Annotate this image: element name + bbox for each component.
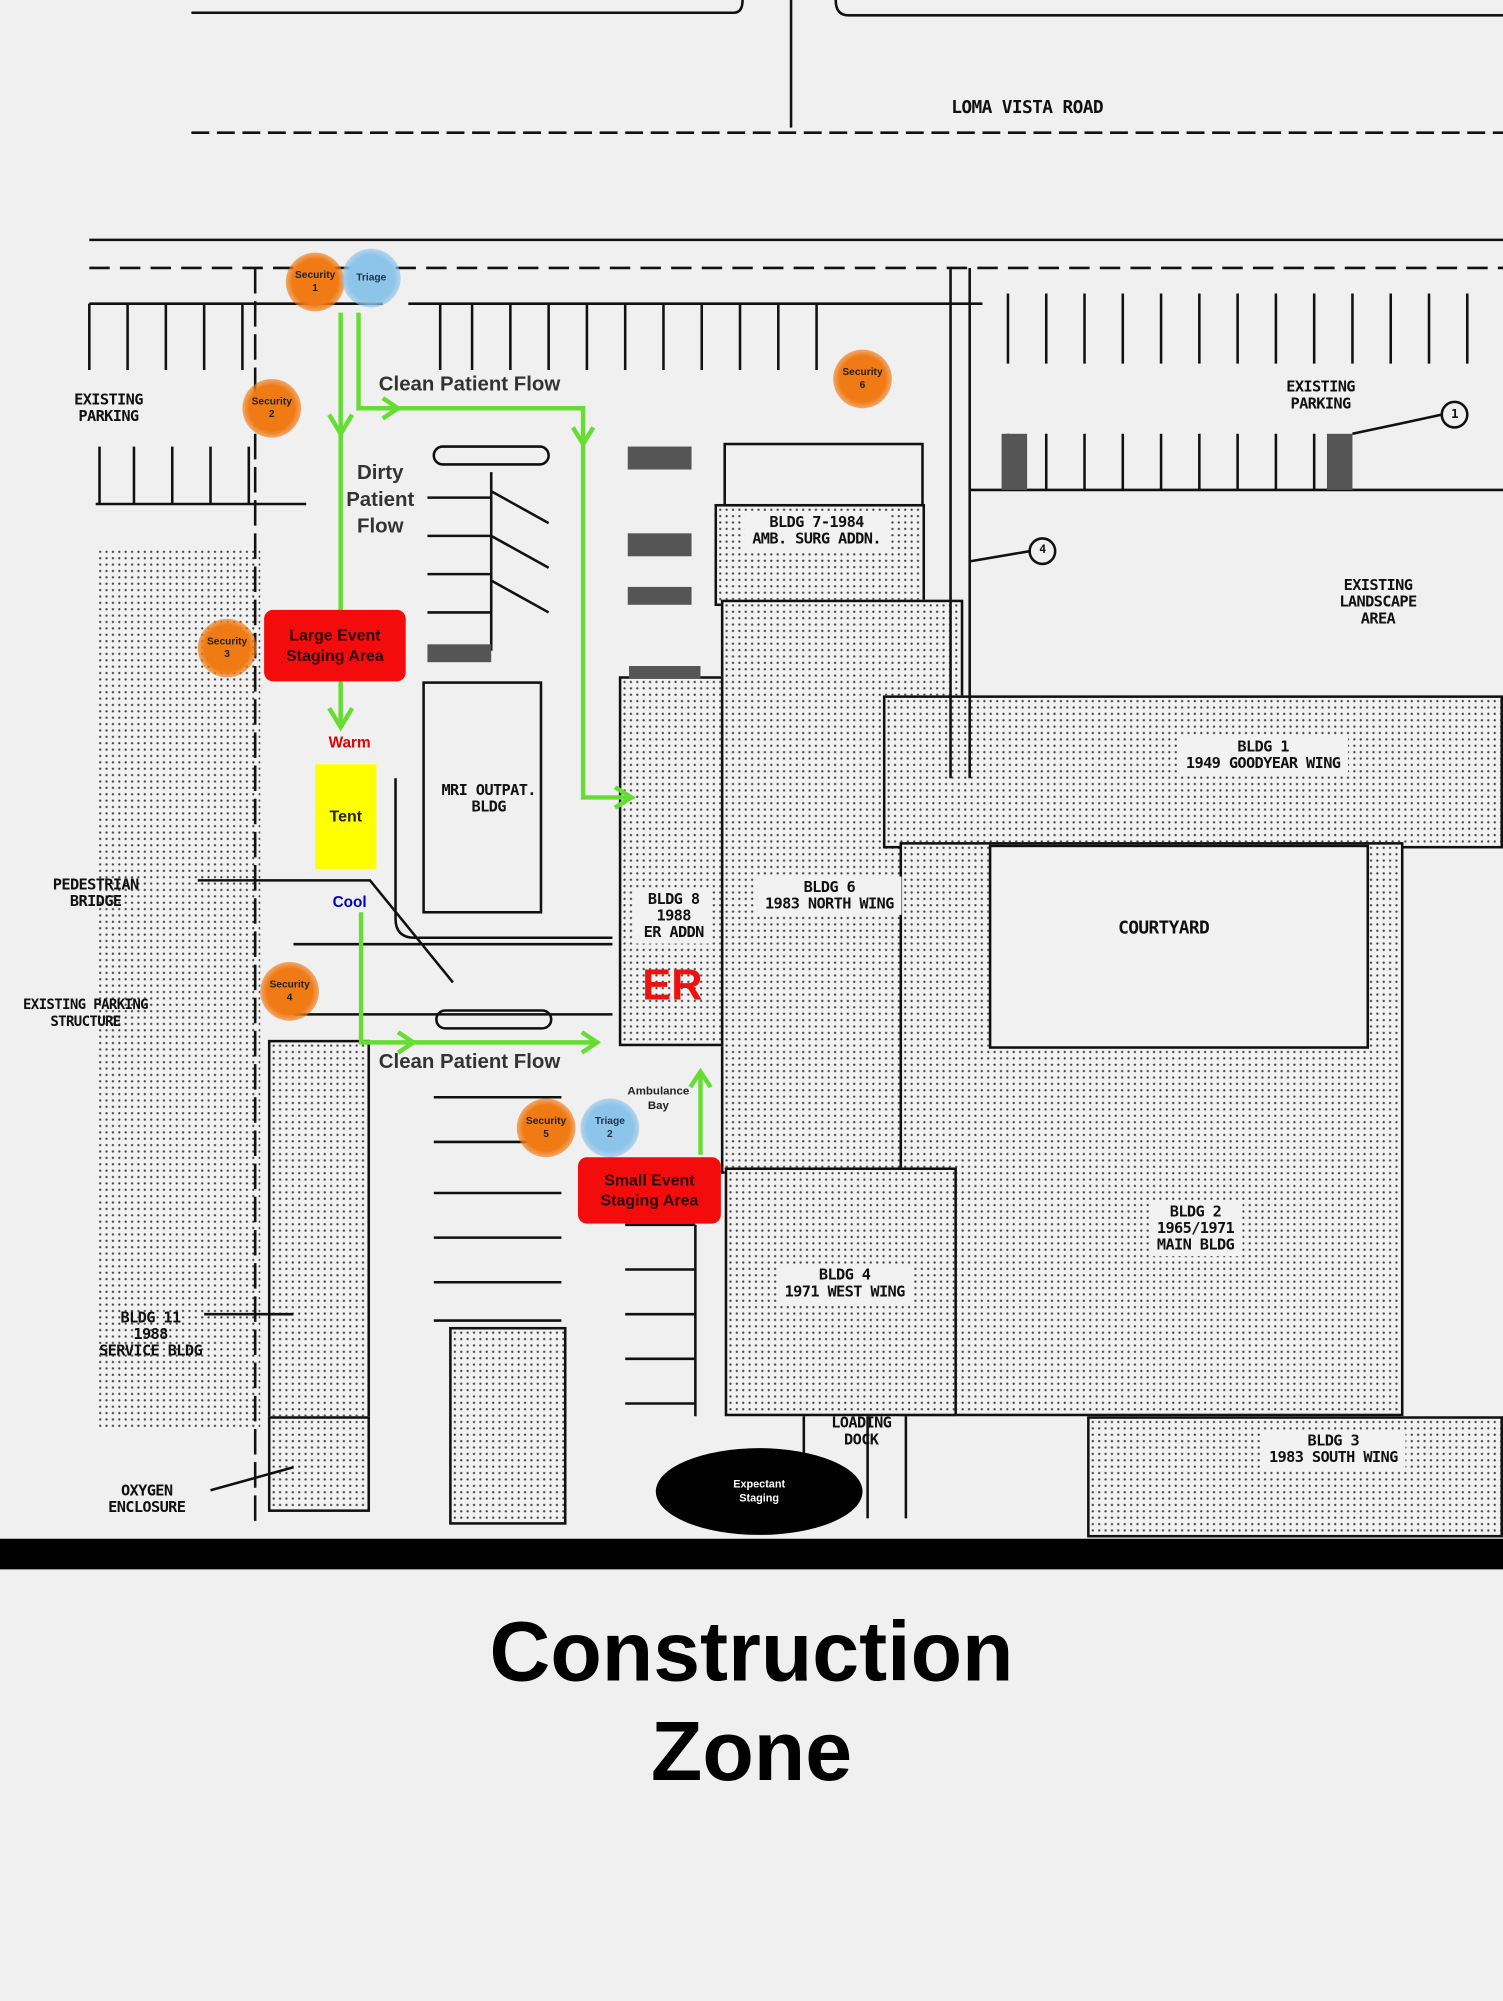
label-loading-dock: LOADING DOCK [831, 1413, 892, 1449]
label-mri: MRI OUTPAT. BLDG [441, 780, 537, 816]
label-oxygen: OXYGEN ENCLOSURE [108, 1481, 186, 1516]
label-bldg3: BLDG 3 1983 SOUTH WING [1261, 1430, 1406, 1469]
patient-flow-lines [327, 312, 713, 1155]
triage-point-2[interactable]: Triage 2 [580, 1098, 640, 1158]
security-point-4[interactable]: Security 4 [260, 962, 319, 1021]
small-event-staging-area[interactable]: Small Event Staging Area [577, 1157, 721, 1224]
callout-1: 1 [1450, 407, 1459, 422]
label-ped-bridge: PEDESTRIAN BRIDGE [52, 875, 139, 910]
building-11 [267, 1039, 371, 1423]
parking-lot-structure [449, 1326, 567, 1525]
label-landscape: EXISTING LANDSCAPE AREA [1339, 576, 1417, 628]
security-point-5[interactable]: Security 5 [516, 1098, 576, 1158]
er-label: ER [642, 961, 703, 1010]
tent-label: Tent [329, 807, 363, 826]
label-bldg11: BLDG 11 1988 SERVICE BLDG [99, 1308, 203, 1360]
security-point-6[interactable]: Security 6 [833, 349, 892, 409]
courtyard [988, 844, 1370, 1049]
security-point-3[interactable]: Security 3 [197, 618, 257, 678]
label-bldg2: BLDG 2 1965/1971 MAIN BLDG [1149, 1201, 1242, 1257]
zone-divider [0, 1538, 1503, 1570]
label-bldg6: BLDG 6 1983 NORTH WING [757, 876, 902, 915]
label-bldg8: BLDG 8 1988 ER ADDN [635, 888, 712, 944]
label-bldg1: BLDG 1 1949 GOODYEAR WING [1178, 736, 1349, 775]
dirty-flow-label: Dirty Patient Flow [346, 459, 415, 541]
building-4 [724, 1167, 957, 1417]
label-courtyard: COURTYARD [1118, 918, 1210, 939]
clean-flow-label-bottom: Clean Patient Flow [378, 1051, 561, 1074]
label-parking-left: EXISTING PARKING [74, 390, 143, 425]
expectant-staging-area[interactable]: Expectant Staging [655, 1448, 863, 1535]
building-8 [618, 676, 724, 1047]
large-event-staging-area[interactable]: Large Event Staging Area [264, 609, 406, 682]
expectant-staging-label: Expectant Staging [733, 1477, 786, 1505]
ambulance-bay-label: Ambulance Bay [627, 1084, 690, 1112]
parking-structure [96, 548, 261, 1430]
oxygen-enclosure [267, 1416, 371, 1512]
label-bldg7: BLDG 7-1984 AMB. SURG ADDN. [744, 511, 889, 550]
linework [88, 0, 1503, 1525]
security-point-1[interactable]: Security 1 [285, 252, 345, 312]
clean-flow-label-top: Clean Patient Flow [378, 373, 561, 396]
warm-zone-label: Warm [328, 733, 371, 752]
road-label: LOMA VISTA ROAD [951, 97, 1103, 119]
construction-zone-title: Construction Zone [489, 1603, 1014, 1798]
tent[interactable]: Tent [315, 764, 377, 869]
callout-4: 4 [1039, 544, 1046, 557]
triage-point-1[interactable]: Triage [341, 248, 401, 308]
cool-zone-label: Cool [332, 893, 367, 911]
label-parking-right: EXISTING PARKING [1286, 377, 1355, 413]
security-point-2[interactable]: Security 2 [242, 378, 302, 438]
label-parking-structure: EXISTING PARKING STRUCTURE [22, 996, 149, 1030]
label-bldg4: BLDG 4 1971 WEST WING [776, 1264, 913, 1303]
